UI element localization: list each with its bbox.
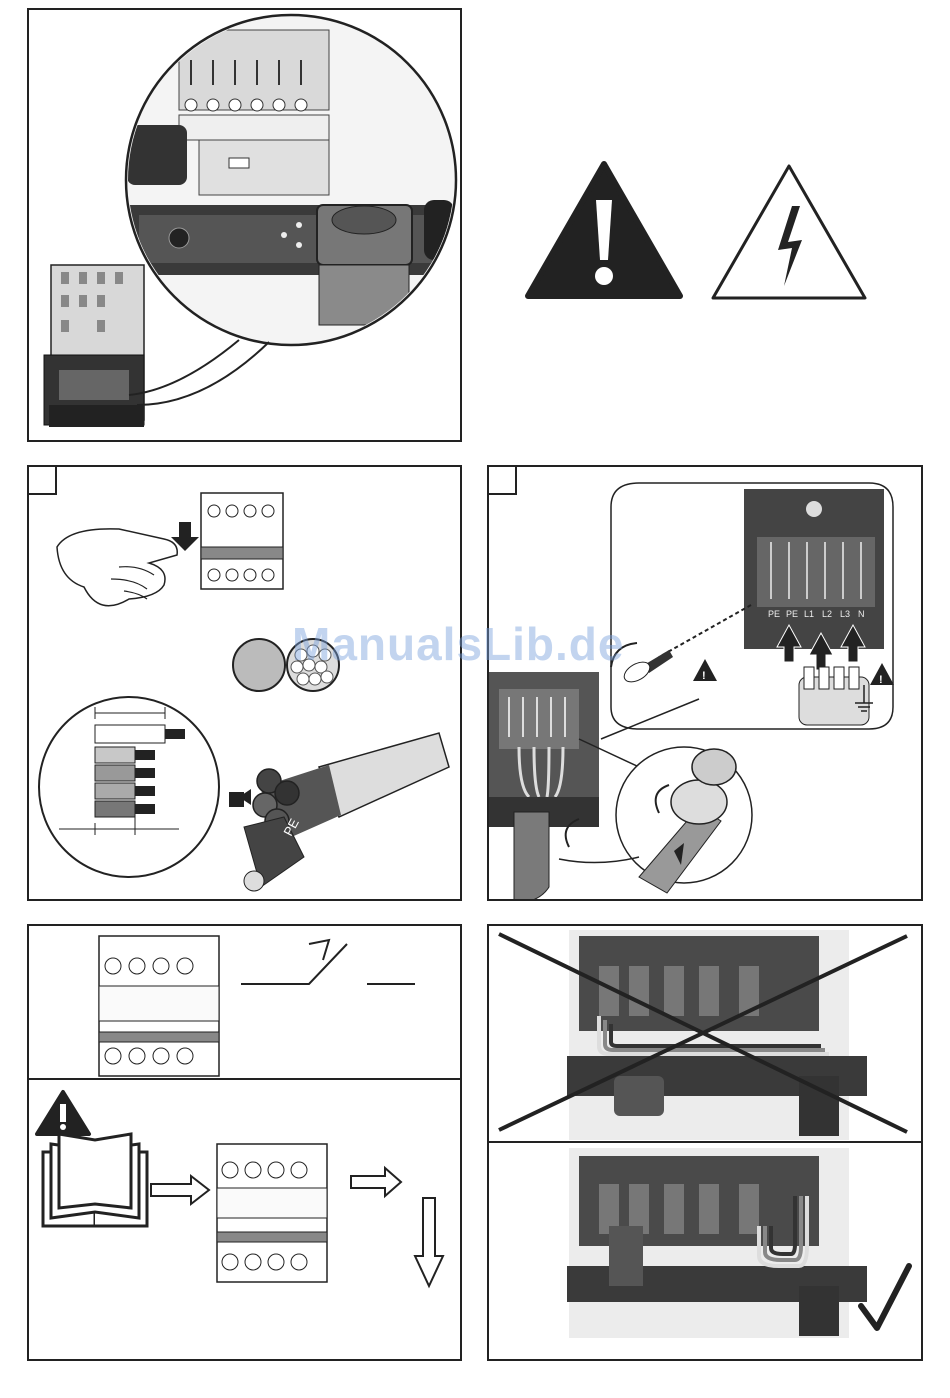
terminal-label-l3: L3	[840, 609, 850, 619]
warning-triangle-icon	[524, 160, 684, 302]
high-voltage-icon	[708, 160, 870, 302]
warning-triangle-icon	[37, 1092, 89, 1134]
wiring-illustration: PE PE L1 L2 L3 N ! !	[489, 467, 923, 901]
check-mark-icon	[861, 1266, 909, 1328]
terminal-label-l2: L2	[822, 609, 832, 619]
panel-wire-routing	[487, 924, 923, 1361]
svg-text:!: !	[879, 674, 883, 686]
svg-text:!: !	[702, 670, 706, 682]
terminal-label-pe: PE	[768, 609, 780, 619]
panel-wiring: PE PE L1 L2 L3 N ! !	[487, 465, 923, 901]
terminal-detail-illustration	[29, 10, 462, 442]
open-manual-icon	[43, 1134, 147, 1226]
panel-strip-cable: PE	[27, 465, 462, 901]
breaker-switch-illustration	[29, 926, 462, 1361]
strip-cable-illustration: PE	[29, 467, 462, 901]
terminal-label-pe2: PE	[786, 609, 798, 619]
terminal-label-n: N	[858, 609, 865, 619]
terminal-label-l1: L1	[804, 609, 814, 619]
panel-terminal-detail	[27, 8, 462, 442]
panel-breaker-switch	[27, 924, 462, 1361]
wire-routing-illustration	[489, 926, 923, 1361]
